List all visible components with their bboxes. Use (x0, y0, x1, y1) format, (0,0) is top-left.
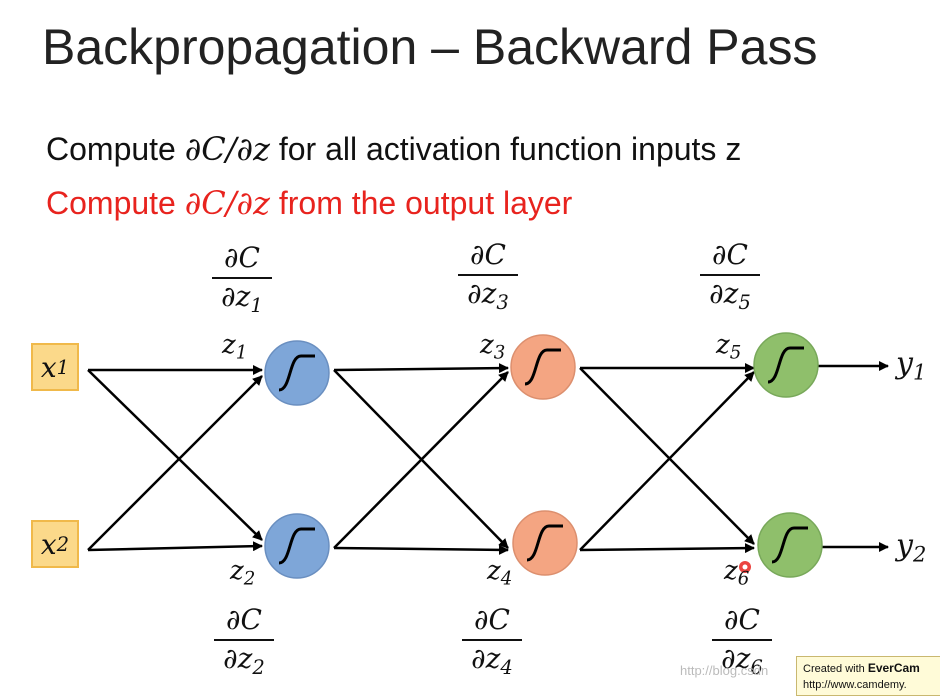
watermark-text: http://blog.csdn (680, 663, 769, 678)
edge-n2-n3 (333, 371, 509, 549)
z-label-6: z6 (724, 556, 750, 590)
line1-suffix: for all activation function inputs z (269, 131, 742, 167)
badge-brand: EverCam (867, 661, 920, 675)
sigmoid-icon (767, 346, 804, 384)
sigmoid-icon (771, 526, 808, 564)
edge-x2-n1 (87, 375, 263, 551)
sigmoid-icon (278, 354, 315, 392)
neuron-3 (510, 334, 576, 400)
z-label-5: z5 (716, 330, 742, 364)
neuron-1 (264, 340, 330, 406)
neuron-6 (757, 512, 823, 578)
edge-n1-n3 (333, 363, 509, 374)
neuron-5 (753, 332, 819, 398)
badge-url[interactable]: http://www.camdemy. (803, 679, 907, 691)
line2-prefix: Compute (46, 185, 185, 221)
grad-z4: ∂C∂z4 (462, 606, 522, 677)
evercam-badge[interactable]: Created with EverCam http://www.camdemy. (796, 656, 940, 696)
line2-math: ∂C/∂z (184, 184, 270, 222)
instruction-line-1: Compute ∂C/∂z for all activation functio… (46, 130, 741, 168)
z-label-3: z3 (480, 330, 506, 364)
edge-n4-n6 (579, 543, 755, 554)
grad-z2: ∂C∂z2 (214, 606, 274, 677)
edge-n4-n5 (579, 371, 755, 551)
output-y1: y1 (896, 346, 927, 385)
grad-z3: ∂C∂z3 (458, 241, 518, 312)
sigmoid-icon (526, 524, 563, 562)
line2-suffix: from the output layer (269, 185, 573, 221)
edge-x1-n2 (87, 369, 263, 541)
z-label-2: z2 (230, 556, 256, 590)
grad-z6: ∂C∂z6 (712, 606, 772, 677)
instruction-line-2: Compute ∂C/∂z from the output layer (46, 184, 572, 222)
z-label-4: z4 (487, 556, 513, 590)
z-label-1: z1 (222, 330, 248, 364)
line1-math: ∂C/∂z (184, 130, 270, 168)
edge-n3-n6 (579, 367, 755, 545)
edge-x2-n2 (87, 541, 263, 552)
output-y2: y2 (896, 528, 927, 567)
line1-prefix: Compute (46, 131, 185, 167)
sigmoid-icon (278, 527, 315, 565)
grad-z1: ∂C∂z1 (212, 244, 272, 315)
sigmoid-icon (524, 348, 561, 386)
neuron-2 (264, 513, 330, 579)
neuron-4 (512, 510, 578, 576)
badge-prefix: Created with (803, 663, 868, 675)
edge-n2-n4 (333, 544, 509, 555)
slide-title: Backpropagation – Backward Pass (42, 19, 818, 75)
grad-z5: ∂C∂z5 (700, 241, 760, 312)
